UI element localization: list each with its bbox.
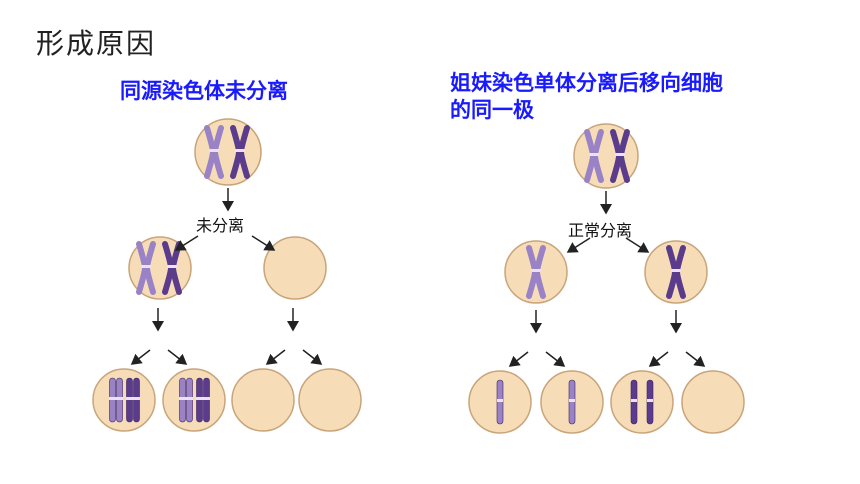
- left-daughter-2: [162, 368, 226, 432]
- left-arrow-a2: [167, 349, 188, 365]
- left-mid-cell-b: [263, 236, 327, 300]
- right-parent-cell: [573, 123, 639, 189]
- right-daughter-2: [540, 370, 604, 434]
- right-split-arrow-left: [566, 237, 591, 253]
- right-daughter-4-body: [681, 370, 745, 434]
- left-daughter-1-body: [92, 368, 156, 432]
- right-heading: 姐妹染色单体分离后移向细胞 的同一极: [450, 70, 810, 124]
- left-mid-cell-a: [128, 236, 192, 300]
- right-arrow-a2: [545, 351, 566, 367]
- left-arrow-label: 未分离: [196, 216, 244, 235]
- left-arrow-b2: [302, 349, 323, 365]
- right-arrow-b2: [685, 351, 706, 367]
- left-split-arrow-left: [174, 235, 199, 251]
- left-daughter-4-body: [298, 368, 362, 432]
- right-mid-cell-b: [644, 240, 708, 304]
- left-arrow-a1: [130, 349, 151, 365]
- right-heading-line2: 的同一极: [450, 98, 534, 122]
- right-daughter-4: [681, 370, 745, 434]
- right-mid-cell-a: [504, 240, 568, 304]
- left-daughter-3: [231, 368, 295, 432]
- right-daughter-3: [610, 370, 674, 434]
- left-daughter-1: [92, 368, 156, 432]
- arrows-layer: [130, 188, 706, 367]
- left-heading: 同源染色体未分离: [120, 79, 288, 103]
- left-mid-cell-b-body: [263, 236, 327, 300]
- left-parent-cell: [194, 118, 262, 186]
- left-daughter-4: [298, 368, 362, 432]
- left-daughter-3-body: [231, 368, 295, 432]
- right-arrow-b1: [648, 351, 669, 367]
- right-heading-line1: 姐妹染色单体分离后移向细胞: [450, 71, 723, 95]
- cells-layer: [92, 118, 745, 434]
- right-arrow-label: 正常分离: [568, 221, 632, 240]
- right-arrow-a1: [508, 351, 529, 367]
- right-split-arrow-right: [625, 237, 650, 253]
- left-arrow-b1: [265, 349, 286, 365]
- left-daughter-2-body: [162, 368, 226, 432]
- page-title: 形成原因: [36, 27, 157, 60]
- right-daughter-1: [468, 370, 532, 434]
- left-split-arrow-right: [251, 235, 276, 251]
- right-daughter-3-body: [610, 370, 674, 434]
